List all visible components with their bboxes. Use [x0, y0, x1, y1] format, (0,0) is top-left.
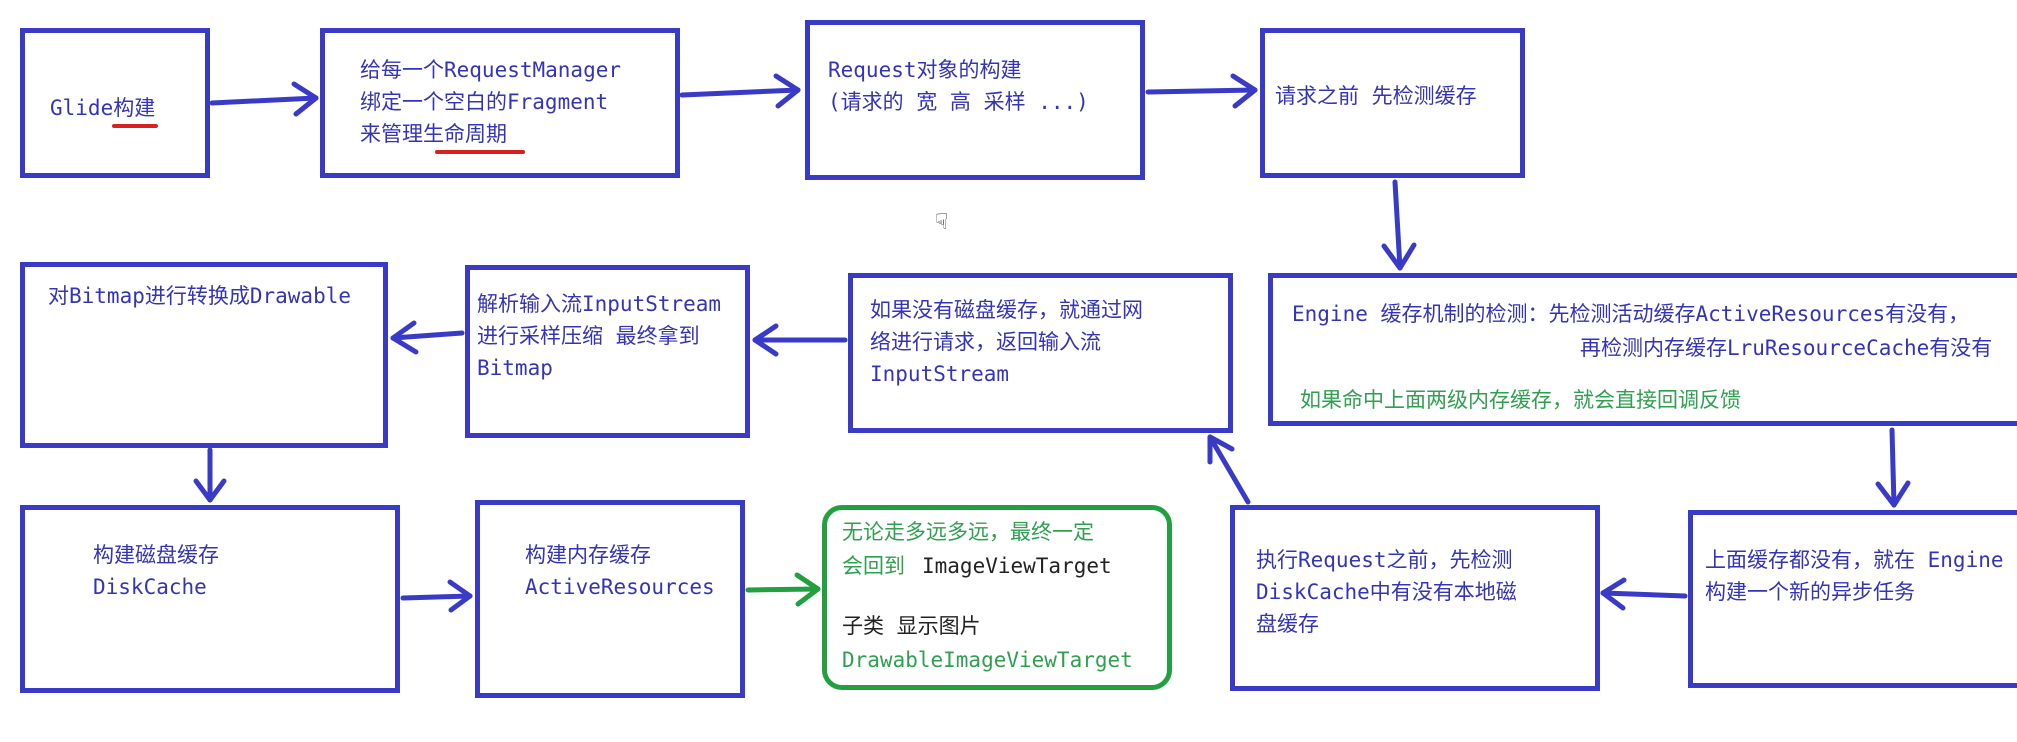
arrow-diskcheck-to-network [1207, 434, 1251, 505]
arrow-memcache-to-target [745, 572, 821, 607]
target-line2: 会回到 [842, 554, 905, 578]
arrow-glide-to-manager [209, 81, 319, 117]
hand-cursor-icon: ☟ [935, 210, 949, 235]
box-glide-build [20, 28, 210, 178]
arrow-parse-to-drawable [390, 320, 465, 355]
box-engine [1268, 273, 2017, 426]
mem-cache-line1: 构建内存缓存 [525, 543, 651, 567]
disk-check-line1: 执行Request之前，先检测 [1256, 548, 1513, 572]
lifecycle-underline [435, 150, 525, 154]
check-cache-text: 请求之前 先检测缓存 [1275, 84, 1477, 108]
request-manager-line2: 绑定一个空白的Fragment [360, 90, 609, 114]
box-drawable [20, 262, 388, 448]
engine-line3: 如果命中上面两级内存缓存，就会直接回调反馈 [1300, 388, 1741, 412]
disk-check-line3: 盘缓存 [1256, 612, 1319, 636]
target-line3: 子类 显示图片 [842, 614, 981, 638]
engine-line2: 再检测内存缓存LruResourceCache有没有 [1580, 336, 1993, 360]
async-task-line2: 构建一个新的异步任务 [1705, 580, 1915, 604]
box-disk-cache [20, 505, 400, 693]
box-disk-check [1230, 505, 1600, 691]
box-check-cache [1260, 28, 1525, 178]
request-build-line1: Request对象的构建 [828, 58, 1022, 82]
arrow-network-to-parse [752, 323, 848, 357]
arrow-diskcache-to-memcache [400, 579, 473, 613]
network-line2: 络进行请求，返回输入流 [870, 330, 1101, 354]
arrow-drawable-to-diskcache [193, 447, 227, 503]
arrow-manager-to-request [679, 73, 801, 109]
glide-build-text: Glide构建 [50, 96, 156, 120]
request-build-line2: (请求的 宽 高 采样 ...) [828, 90, 1089, 114]
box-mem-cache [475, 500, 745, 698]
network-line1: 如果没有磁盘缓存，就通过网 [870, 298, 1143, 322]
drawable-text: 对Bitmap进行转换成Drawable [48, 284, 352, 308]
request-manager-line3: 来管理生命周期 [360, 122, 507, 146]
parse-line1: 解析输入流InputStream [477, 292, 722, 316]
disk-check-line2: DiskCache中有没有本地磁 [1256, 580, 1517, 604]
box-async-task [1688, 510, 2017, 688]
parse-line2: 进行采样压缩 最终拿到 [477, 324, 700, 348]
box-parse [465, 265, 750, 438]
request-manager-line1: 给每一个RequestManager [360, 58, 622, 82]
box-target [822, 505, 1172, 690]
async-task-line1: 上面缓存都没有，就在 Engine [1705, 548, 2004, 572]
arrow-request-to-check [1145, 73, 1258, 109]
arrow-engine-to-async [1875, 427, 1911, 508]
mem-cache-line2: ActiveResources [525, 575, 715, 599]
disk-cache-line1: 构建磁盘缓存 [93, 543, 219, 567]
engine-line1: Engine 缓存机制的检测：先检测活动缓存ActiveResources有没有… [1292, 302, 1970, 326]
arrow-async-to-diskcheck [1600, 577, 1688, 611]
glide-underline [112, 124, 158, 128]
disk-cache-line2: DiskCache [93, 575, 207, 599]
network-line3: InputStream [870, 362, 1010, 386]
parse-line3: Bitmap [477, 356, 553, 380]
target-line2b: ImageViewTarget [922, 554, 1112, 578]
box-request-build [805, 20, 1145, 180]
arrow-check-to-engine [1381, 179, 1417, 271]
target-line4: DrawableImageViewTarget [842, 648, 1133, 672]
box-network [848, 273, 1233, 433]
target-line1: 无论走多远多远，最终一定 [842, 520, 1094, 544]
